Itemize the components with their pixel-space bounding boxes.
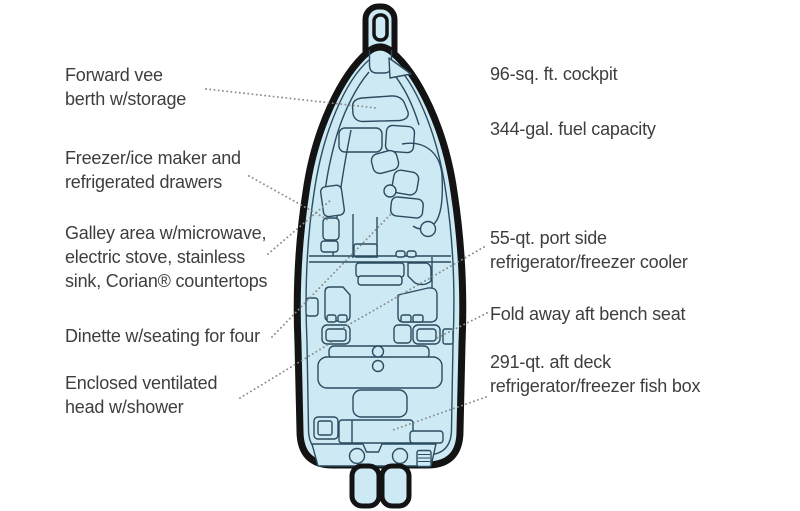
label-enclosed-head: Enclosed ventilated head w/shower (65, 373, 218, 417)
label-aft-bench-seat: Fold away aft bench seat (490, 304, 686, 324)
deck-interior (305, 57, 455, 468)
transom-hatch (391, 447, 409, 465)
dinette-cushion (389, 196, 424, 219)
refrigerated-drawer (320, 240, 339, 253)
dinette-cushion (391, 169, 420, 196)
dinette-cushion (370, 149, 400, 175)
vee-berth-cushion (351, 95, 409, 123)
leader-freezer-ice-maker (248, 175, 331, 222)
port-helm-seat (324, 286, 351, 322)
label-freezer-ice-maker: Freezer/ice maker and refrigerated drawe… (65, 148, 241, 192)
refrigerated-drawer (322, 217, 340, 241)
helm-console (355, 262, 405, 278)
label-port-side-cooler: 55-qt. port side refrigerator/freezer co… (490, 228, 688, 272)
galley-counter (319, 184, 346, 218)
bow-pulpit-detail (368, 13, 393, 74)
transom-hatch (348, 447, 366, 465)
berth-storage-right (384, 124, 416, 154)
leader-aft-bench-seat (434, 312, 488, 340)
leader-forward-vee-berth (205, 88, 377, 109)
table-pedestal (419, 220, 437, 238)
label-fuel-capacity: 344-gal. fuel capacity (490, 119, 656, 139)
label-aft-deck-fish-box: 291-qt. aft deck refrigerator/freezer fi… (490, 352, 701, 396)
table-pedestal (383, 184, 397, 198)
label-dinette: Dinette w/seating for four (65, 326, 260, 346)
label-galley-area: Galley area w/microwave, electric stove,… (65, 223, 268, 291)
berth-storage-left (338, 127, 383, 153)
fold-away-bench (442, 328, 454, 345)
bow-panel (388, 57, 412, 79)
label-forward-vee-berth: Forward vee berth w/storage (65, 65, 187, 109)
label-cockpit-area: 96-sq. ft. cockpit (490, 64, 618, 84)
starboard-helm-seat (397, 287, 438, 323)
leader-aft-deck-fish-box (389, 396, 487, 432)
leader-enclosed-head (239, 340, 335, 399)
leader-port-side-cooler (342, 246, 485, 329)
deck-hatch (352, 389, 408, 418)
outboard-engines (349, 463, 412, 509)
leader-dinette (271, 213, 392, 338)
leader-lines (205, 88, 488, 432)
leader-galley-area (267, 198, 333, 255)
